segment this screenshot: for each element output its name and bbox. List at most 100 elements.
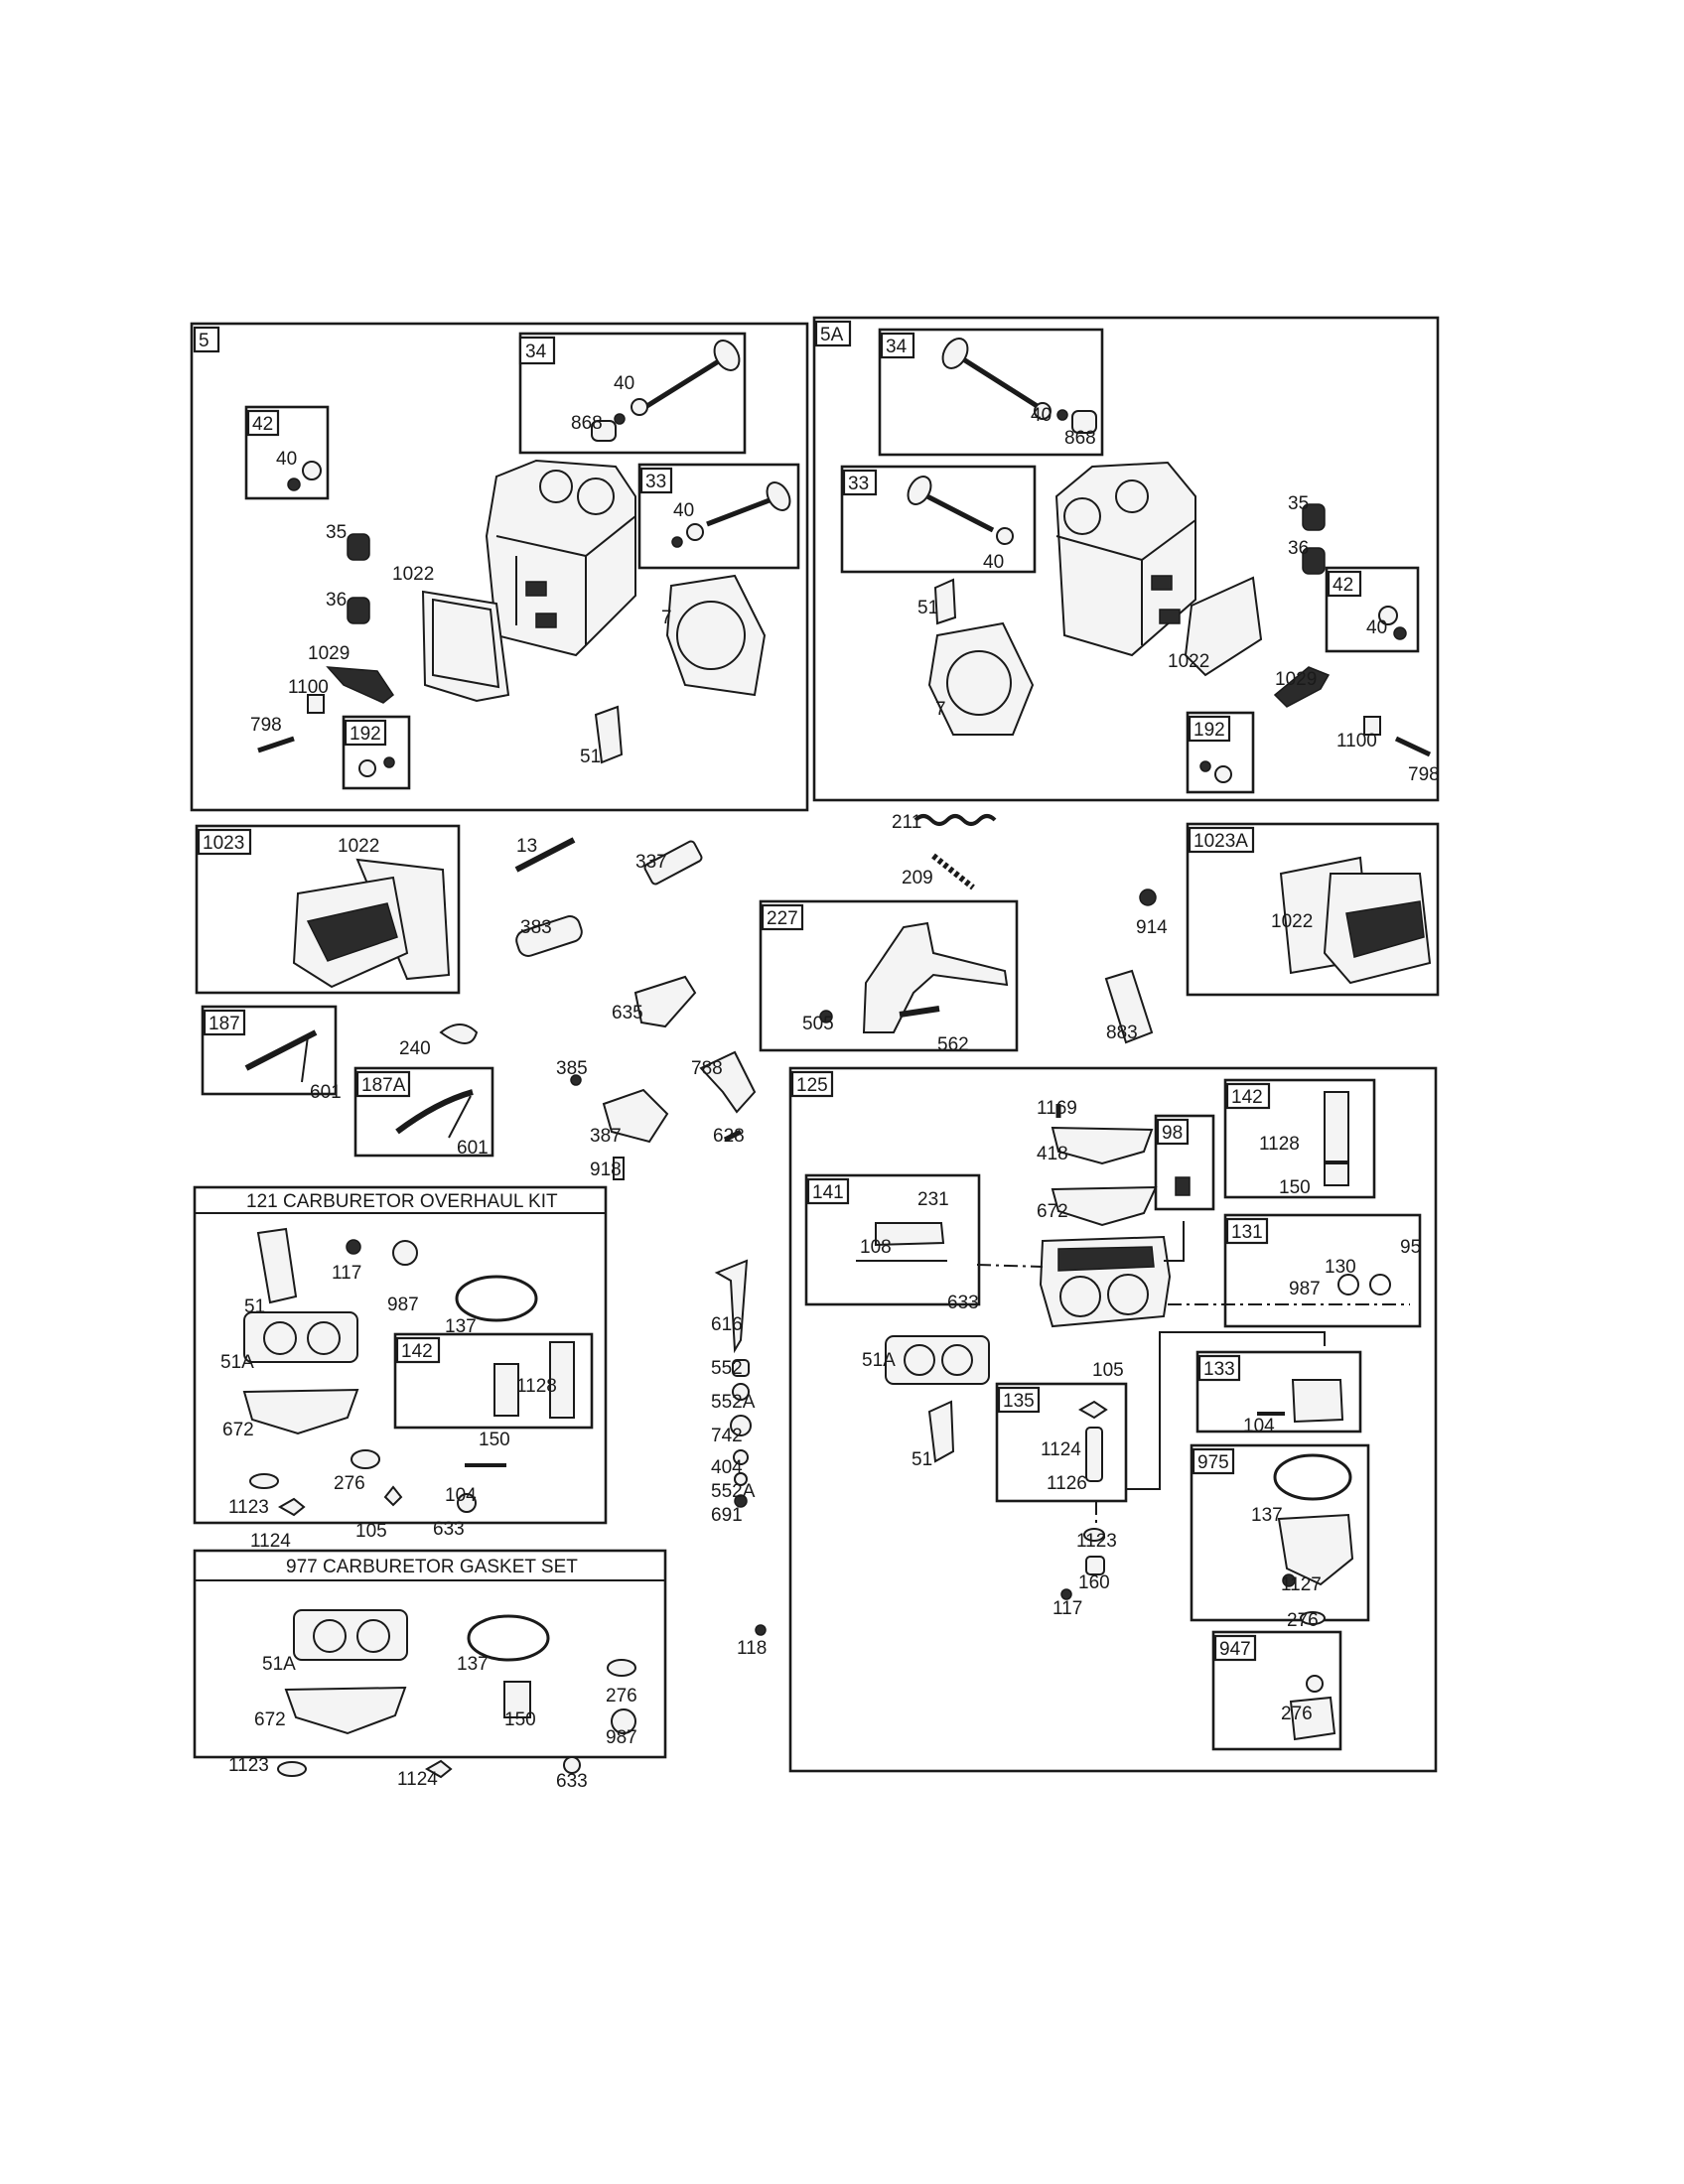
part-number-label: 633	[556, 1771, 588, 1792]
subtag-133: 133	[1203, 1359, 1235, 1380]
valve-part	[671, 481, 791, 548]
spring-35	[347, 533, 370, 561]
part-number-label: 914	[1136, 917, 1168, 938]
subtag-947: 947	[1219, 1639, 1251, 1660]
guide-1100	[307, 694, 325, 714]
section-1023: 1023	[195, 824, 461, 995]
bolt-798	[1394, 736, 1432, 757]
part-number-label: 672	[1037, 1201, 1068, 1222]
part-number-label: 209	[902, 868, 933, 888]
subtag-141: 141	[812, 1182, 844, 1203]
part-number-label: 672	[254, 1709, 286, 1730]
section-5a: 5A 34 33 42	[812, 316, 1440, 802]
part-number-label: 108	[860, 1237, 892, 1258]
part-number-label: 1100	[288, 677, 329, 698]
part-number-label: 7	[935, 699, 946, 720]
part-number-label: 105	[1092, 1360, 1124, 1381]
part-number-label: 742	[711, 1426, 743, 1446]
bolt-798	[257, 736, 295, 753]
part-number-label: 1022	[338, 836, 379, 857]
part-number-label: 40	[673, 500, 694, 521]
part-number-label: 505	[802, 1014, 834, 1034]
part-number-label: 385	[556, 1058, 588, 1079]
part-number-label: 231	[917, 1189, 949, 1210]
section-tag: 187	[209, 1014, 240, 1034]
gasket-51a	[293, 1609, 408, 1661]
section-tag: 1023	[203, 833, 244, 854]
parts-column	[714, 1259, 767, 1636]
part-number-label: 552A	[711, 1392, 756, 1413]
gasket-883	[1104, 969, 1154, 1044]
section-tag: 5A	[820, 325, 844, 345]
part-number-label: 635	[612, 1003, 643, 1024]
kit-title: 977 CARBURETOR GASKET SET	[286, 1557, 578, 1577]
section-tag: 125	[796, 1075, 828, 1096]
part-number-label: 36	[326, 590, 347, 611]
section-5: 5 34 42 33	[190, 322, 809, 812]
subtag-34: 34	[886, 337, 908, 357]
part-number-label: 1022	[392, 564, 434, 585]
cylinder-head	[485, 459, 636, 657]
part-number-label: 1128	[516, 1376, 557, 1397]
housing-387	[602, 1088, 669, 1144]
guide-1100	[1363, 716, 1381, 736]
subtag-33: 33	[848, 474, 869, 494]
part-number-label: 798	[250, 715, 282, 736]
part-number-label: 1123	[228, 1755, 269, 1776]
part-number-label: 104	[445, 1485, 477, 1506]
spring-36	[347, 597, 370, 624]
section-125: 125 142 98 141 1	[788, 1066, 1438, 1773]
subtag-131: 131	[1231, 1222, 1263, 1243]
part-number-label: 552	[711, 1358, 743, 1379]
part-number-label: 137	[1251, 1505, 1283, 1526]
part-number-label: 918	[590, 1160, 622, 1180]
subtag-42: 42	[1333, 575, 1353, 596]
gasket-51	[594, 705, 624, 764]
part-number-label: 383	[520, 917, 552, 938]
part-number-label: 628	[713, 1126, 745, 1147]
part-number-label: 601	[457, 1138, 489, 1159]
spring-36	[1302, 547, 1326, 575]
valve-part	[591, 340, 741, 442]
part-number-label: 118	[737, 1638, 767, 1659]
part-number-label: 868	[1064, 428, 1096, 449]
section-227: 227	[759, 899, 1019, 1052]
part-number-label: 35	[326, 522, 347, 543]
part-number-label: 987	[606, 1727, 637, 1748]
loose-parts-middle	[439, 814, 1157, 1180]
gasket-672	[284, 1686, 407, 1735]
section-tag: 5	[199, 331, 210, 351]
part-number-label: 276	[1287, 1610, 1319, 1631]
part-number-label: 51	[917, 598, 938, 618]
gasket-1022	[421, 590, 510, 703]
part-number-label: 601	[310, 1082, 342, 1103]
kit-title: 121 CARBURETOR OVERHAUL KIT	[246, 1191, 558, 1212]
part-number-label: 211	[892, 812, 921, 833]
part-number-label: 1169	[1037, 1098, 1077, 1119]
pin-918	[613, 1157, 625, 1180]
spring-209	[931, 853, 975, 890]
bolt-13	[514, 837, 576, 873]
section-tag: 187A	[361, 1075, 406, 1096]
part-number-label: 51	[244, 1297, 265, 1317]
bolt-385	[570, 1074, 582, 1086]
gasket-672	[242, 1388, 359, 1435]
rocker-arm-1029	[1273, 666, 1331, 708]
part-number-label: 150	[1279, 1177, 1311, 1198]
part-number-label: 868	[571, 413, 603, 434]
part-number-label: 788	[691, 1058, 723, 1079]
part-labels: 4086840403510223671029110079851408683540…	[220, 373, 1440, 1792]
part-number-label: 1126	[1047, 1473, 1087, 1494]
part-number-label: 40	[276, 449, 297, 470]
part-number-label: 987	[1289, 1279, 1321, 1299]
part-number-label: 276	[606, 1686, 637, 1706]
part-number-label: 51	[912, 1449, 932, 1470]
part-number-label: 672	[222, 1420, 254, 1440]
part-number-label: 35	[1288, 493, 1309, 514]
part-number-label: 160	[1078, 1572, 1110, 1593]
subtag-135: 135	[1003, 1391, 1035, 1412]
part-number-label: 633	[433, 1519, 465, 1540]
subtag-33: 33	[645, 472, 666, 492]
part-number-label: 1022	[1271, 911, 1313, 932]
